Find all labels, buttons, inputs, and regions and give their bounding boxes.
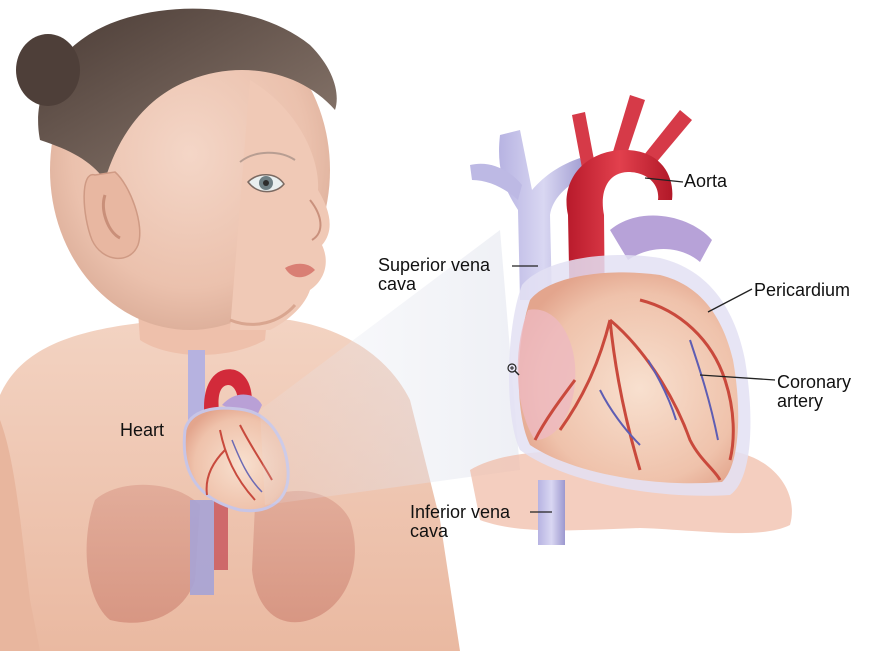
child-pupil [263,180,269,186]
child-hair-bun [16,34,80,106]
label-coronary-artery: Coronary artery [777,373,851,411]
label-pericardium: Pericardium [754,281,850,300]
large-heart [470,95,792,545]
small-heart-svc [188,350,205,420]
label-inferior-vena-cava: Inferior vena cava [410,503,510,541]
child-descending-aorta [214,500,228,570]
label-superior-vena-cava: Superior vena cava [378,256,490,294]
label-aorta: Aorta [684,172,727,191]
child-descending-vessel [190,500,214,595]
label-heart: Heart [120,421,164,440]
large-pulmonary-artery [610,216,712,262]
